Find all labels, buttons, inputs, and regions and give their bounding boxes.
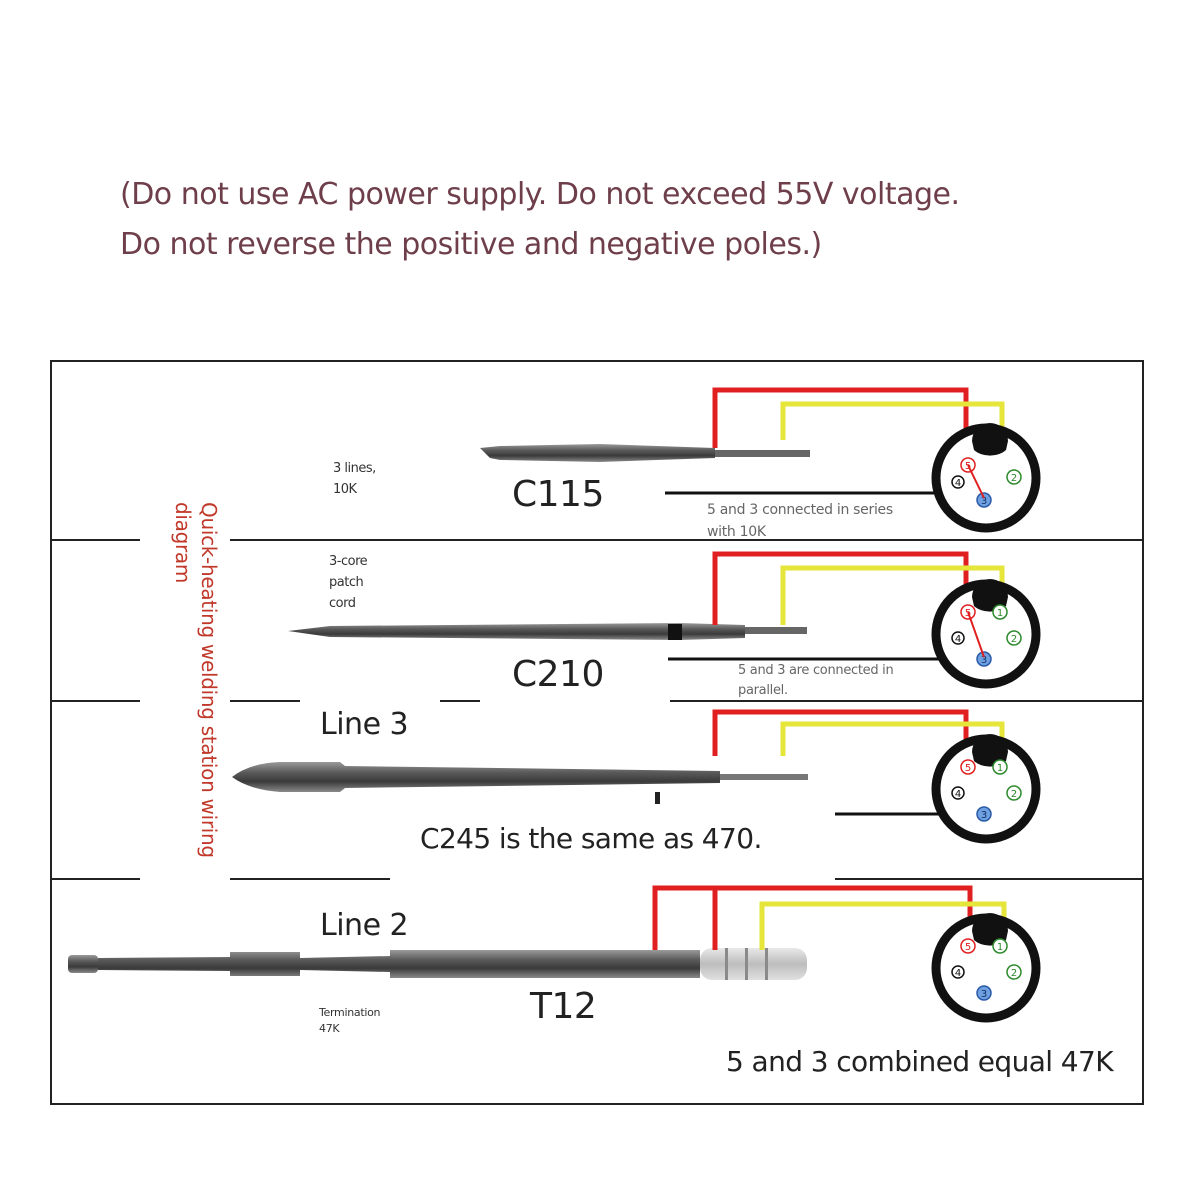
- t12-tip: [68, 948, 807, 980]
- c210-spec-line-3: cord: [329, 596, 356, 611]
- c245-connector: 5 1 2 3 4: [936, 734, 1036, 839]
- c115-spec-line-2: 10K: [333, 482, 357, 497]
- t12-pin-5: 5: [965, 942, 971, 953]
- c115-tip: [480, 444, 810, 462]
- c245-pin-4: 4: [955, 789, 961, 800]
- c210-pin-2: 2: [1011, 634, 1017, 645]
- c115-model: C115: [512, 474, 604, 515]
- t12-pin-4: 4: [955, 968, 961, 979]
- c210-spec: 3-core patch cord: [329, 551, 368, 614]
- c210-pin-4: 4: [955, 634, 961, 645]
- warning-text: (Do not use AC power supply. Do not exce…: [120, 170, 960, 270]
- c245-label: Line 3: [320, 707, 409, 742]
- c115-note: 5 and 3 connected in series with 10K: [707, 499, 893, 543]
- c245-tip: [232, 762, 808, 804]
- c115-spec-line-1: 3 lines,: [333, 461, 376, 476]
- t12-label: Line 2: [320, 908, 409, 943]
- c210-connector: 5 1 2 3 4: [936, 579, 1036, 684]
- c115-note-line-1: 5 and 3 connected in series: [707, 502, 893, 518]
- c245-pin-5: 5: [965, 763, 971, 774]
- c210-note: 5 and 3 are connected in parallel.: [738, 661, 894, 701]
- c210-pin-3: 3: [981, 655, 987, 666]
- c245-caption: C245 is the same as 470.: [420, 822, 762, 855]
- c210-spec-line-2: patch: [329, 575, 364, 590]
- c210-tip: [288, 623, 807, 640]
- warning-line-2: Do not reverse the positive and negative…: [120, 227, 822, 262]
- c210-note-line-1: 5 and 3 are connected in: [738, 663, 894, 678]
- t12-pin-1: 1: [997, 942, 1003, 953]
- diagram-frame: [50, 360, 1144, 1105]
- c245-pin-1: 1: [997, 763, 1003, 774]
- c210-model: C210: [512, 654, 604, 695]
- t12-spec-line-1: Termination: [319, 1006, 381, 1019]
- c210-note-line-2: parallel.: [738, 683, 788, 698]
- c210-pin-1: 1: [997, 608, 1003, 619]
- c115-pin-4: 4: [955, 478, 961, 489]
- c245-pin-2: 2: [1011, 789, 1017, 800]
- c115-spec: 3 lines, 10K: [333, 458, 376, 500]
- warning-line-1: (Do not use AC power supply. Do not exce…: [120, 177, 960, 212]
- t12-model: T12: [530, 986, 597, 1027]
- row-dividers: [51, 539, 1143, 880]
- t12-spec-line-2: 47K: [319, 1022, 340, 1035]
- side-title: Quick-heating welding station wiring dia…: [171, 502, 221, 858]
- t12-spec: Termination 47K: [319, 1005, 381, 1037]
- t12-pin-3: 3: [981, 989, 987, 1000]
- t12-connector: 5 1 2 3 4: [936, 913, 1036, 1018]
- t12-pin-2: 2: [1011, 968, 1017, 979]
- c115-note-line-2: with 10K: [707, 524, 766, 540]
- t12-caption: 5 and 3 combined equal 47K: [726, 1045, 1114, 1078]
- c245-pin-3: 3: [981, 810, 987, 821]
- c115-pin-3: 3: [981, 496, 987, 507]
- c115-connector: 5 2 3 4: [936, 423, 1036, 528]
- c210-spec-line-1: 3-core: [329, 554, 368, 569]
- c115-pin-2: 2: [1011, 473, 1017, 484]
